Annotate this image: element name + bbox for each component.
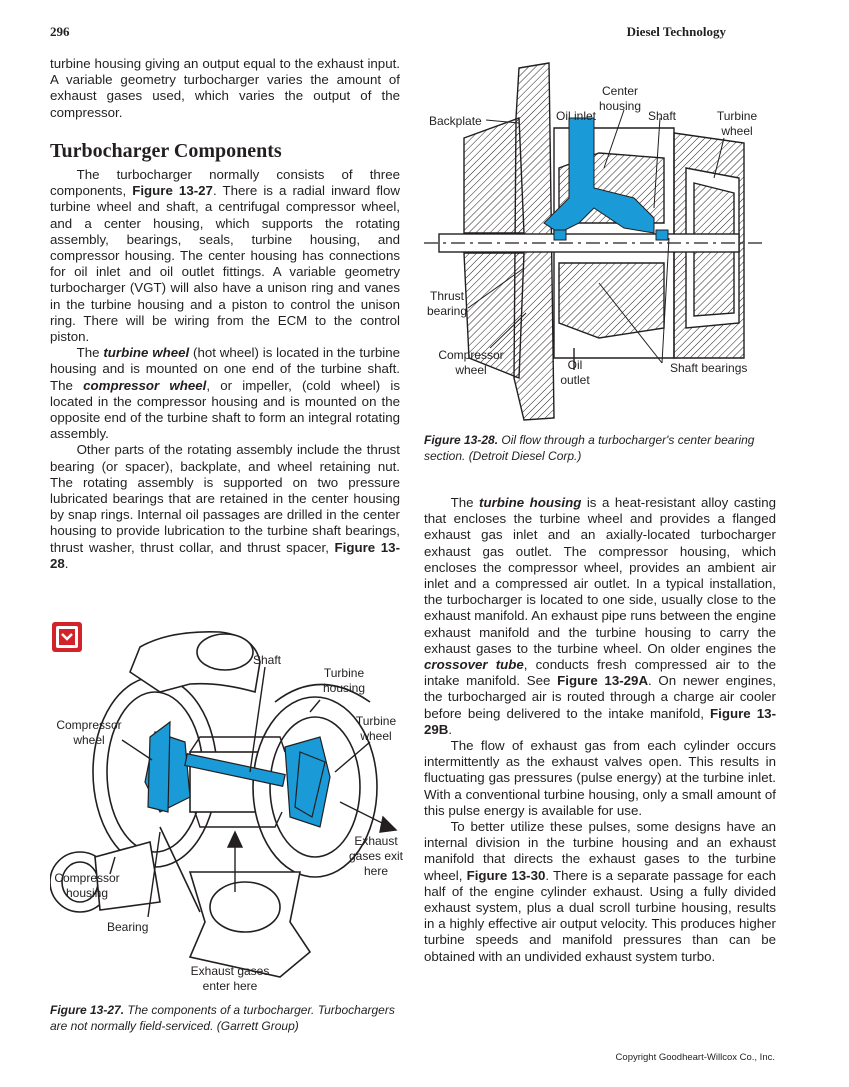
section-heading: Turbocharger Components — [50, 139, 282, 162]
label-center-housing: Center housing — [598, 84, 642, 113]
center-bearing-section-illustration — [424, 62, 764, 421]
copyright-footer: Copyright Goodheart-Willcox Co., Inc. — [615, 1052, 775, 1063]
figure-ref[interactable]: Figure 13-30 — [466, 867, 546, 883]
media-icon — [52, 622, 82, 652]
label-oil-inlet: Oil inlet — [556, 109, 597, 123]
label-exhaust-enter: Exhaust gases enter here — [190, 964, 270, 993]
label-compressor-wheel: Compressor wheel — [438, 348, 504, 377]
term-compressor-wheel: compressor wheel — [83, 377, 207, 393]
label-shaft: Shaft — [648, 109, 677, 123]
paragraph-wheels: The turbine wheel (hot wheel) is located… — [50, 345, 401, 442]
label-bearing: Bearing — [107, 920, 149, 934]
intro-paragraph: turbine housing giving an output equal t… — [50, 56, 400, 120]
figure-ref[interactable]: Figure 13-27 — [132, 183, 213, 199]
label-turbine-wheel: Turbine wheel — [716, 109, 758, 138]
label-shaft: Shaft — [253, 653, 282, 667]
label-thrust-bearing: Thrust bearing — [426, 289, 468, 318]
paragraph-components: The turbocharger normally consists of th… — [50, 167, 400, 345]
label-compressor-wheel: Compressor wheel — [56, 718, 122, 747]
caption-figure-13-27: Figure 13-27. The components of a turboc… — [50, 1003, 395, 1033]
figure-ref[interactable]: Figure 13-29B — [424, 705, 776, 737]
label-turbine-housing: Turbine housing — [322, 666, 366, 695]
figure-ref[interactable]: Figure 13-28 — [50, 539, 400, 571]
label-turbine-wheel: Turbine wheel — [355, 714, 397, 743]
caption-figure-13-28: Figure 13-28. Oil flow through a turboch… — [424, 433, 755, 463]
term-crossover-tube: crossover tube — [424, 657, 524, 673]
figure-13-28: Center housing Backplate Oil inlet Shaft… — [424, 58, 764, 428]
paragraph-rotating-assembly: Other parts of the rotating assembly inc… — [50, 442, 400, 571]
running-header: Diesel Technology — [626, 24, 726, 39]
term-turbine-housing: turbine housing — [479, 495, 582, 510]
paragraph-pulse-energy: To better utilize these pulses, some des… — [424, 819, 776, 964]
left-column: turbine housing giving an output equal t… — [50, 56, 400, 572]
figure-13-27: Shaft Turbine housing Compressor wheel T… — [49, 612, 410, 1007]
figure-ref[interactable]: Figure 13-29A — [557, 673, 649, 689]
label-shaft-bearings: Shaft bearings — [670, 361, 748, 375]
label-backplate: Backplate — [429, 114, 482, 128]
page-number: 296 — [50, 24, 70, 39]
right-column: The turbine housing is a heat-resistant … — [424, 495, 776, 965]
paragraph-turbine-housing: The turbine housing is a heat-resistant … — [424, 495, 776, 737]
label-oil-outlet: Oil outlet — [560, 358, 590, 387]
label-compressor-housing: Compressor housing — [54, 871, 120, 900]
label-exhaust-exit: Exhaust gases exit here — [348, 834, 404, 878]
turbocharger-cutaway-illustration — [49, 622, 398, 978]
term-turbine-wheel: turbine wheel — [103, 345, 190, 361]
paragraph-exhaust-flow: The flow of exhaust gas from each cylind… — [424, 738, 776, 818]
